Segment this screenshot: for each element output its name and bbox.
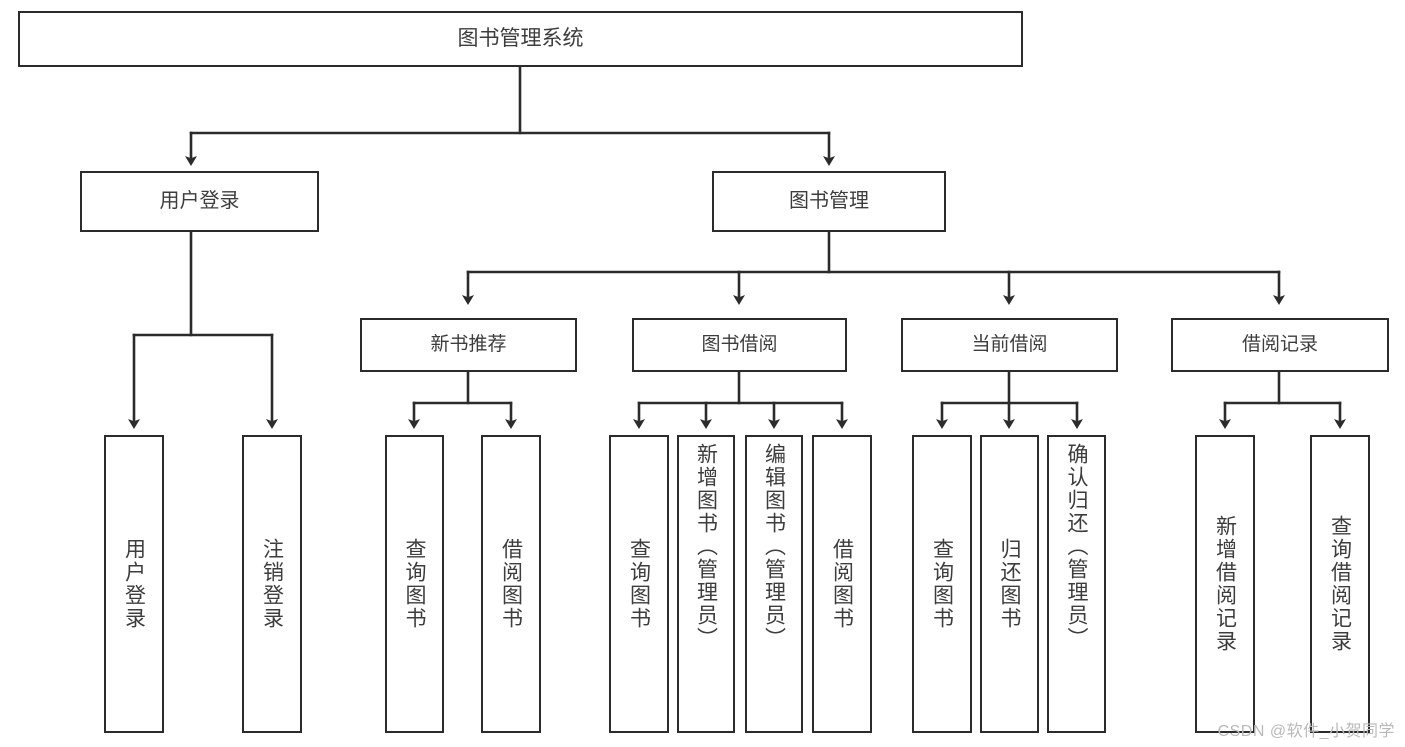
node-label: 借阅图书 [499, 538, 523, 630]
node-label: 查询借阅记录 [1328, 515, 1352, 653]
node-label: 用户登录 [159, 189, 240, 212]
node-label: 查询图书 [627, 538, 651, 630]
leaf-edit-book-admin[interactable]: 编辑图书（管理员） [745, 435, 803, 733]
node-label: 查询图书 [403, 538, 426, 630]
leaf-logout[interactable]: 注销登录 [242, 435, 302, 733]
node-label: 新增借阅记录 [1213, 515, 1237, 653]
node-label: 图书管理 [789, 189, 869, 212]
node-label: 注销登录 [260, 538, 284, 630]
node-label: 当前借阅 [971, 333, 1048, 355]
node-root-book-management-system[interactable]: 图书管理系统 [18, 11, 1023, 67]
leaf-add-book-admin[interactable]: 新增图书（管理员） [677, 435, 735, 733]
node-book-borrow[interactable]: 图书借阅 [632, 318, 847, 372]
leaf-borrow-books[interactable]: 借阅图书 [812, 435, 872, 733]
leaf-add-borrow-record[interactable]: 新增借阅记录 [1195, 435, 1255, 733]
node-user-login[interactable]: 用户登录 [80, 171, 319, 232]
leaf-return-books[interactable]: 归还图书 [980, 435, 1039, 733]
node-label: 归还图书 [998, 538, 1021, 630]
node-label: 用户登录 [122, 538, 146, 630]
node-borrow-records[interactable]: 借阅记录 [1171, 318, 1389, 372]
csdn-watermark: CSDN @软件_小贺同学 [1217, 723, 1395, 740]
node-label: 编辑图书（管理员） [762, 443, 786, 650]
node-label: 新增图书（管理员） [694, 443, 718, 650]
node-label: 借阅记录 [1241, 333, 1318, 355]
node-label: 图书借阅 [701, 333, 778, 355]
node-label: 新书推荐 [430, 333, 507, 355]
node-new-book-recommendation[interactable]: 新书推荐 [360, 318, 577, 372]
leaf-user-login[interactable]: 用户登录 [104, 435, 164, 733]
node-current-borrow[interactable]: 当前借阅 [901, 318, 1118, 372]
node-label: 查询图书 [930, 538, 954, 630]
leaf-query-books-recommend[interactable]: 查询图书 [385, 435, 444, 733]
node-label: 图书管理系统 [457, 26, 584, 50]
node-label: 借阅图书 [830, 538, 854, 630]
leaf-confirm-return-admin[interactable]: 确认归还（管理员） [1047, 435, 1106, 733]
leaf-query-borrow-record[interactable]: 查询借阅记录 [1310, 435, 1370, 733]
leaf-borrow-books-recommend[interactable]: 借阅图书 [481, 435, 541, 733]
node-label: 确认归还（管理员） [1065, 443, 1088, 650]
leaf-query-books-current[interactable]: 查询图书 [912, 435, 972, 733]
leaf-query-books-borrow[interactable]: 查询图书 [609, 435, 669, 733]
node-book-management[interactable]: 图书管理 [712, 171, 946, 232]
